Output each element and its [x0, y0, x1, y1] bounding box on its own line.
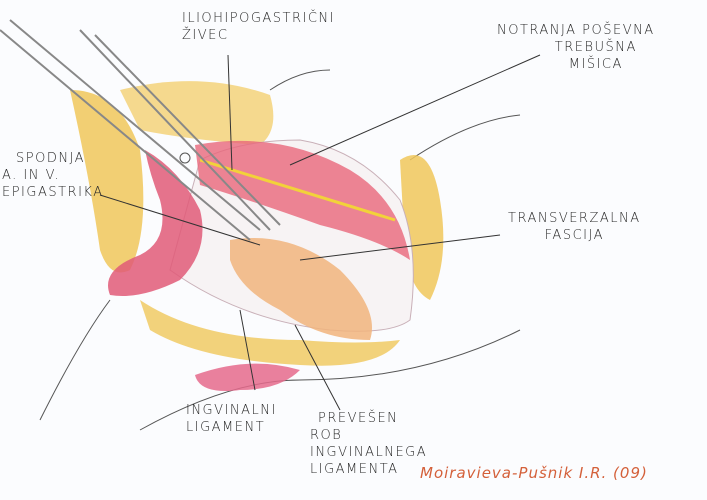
label-epigastric-vessels: SPODNJA A. IN V. EPIGASTRIKA	[2, 150, 104, 201]
label-line: ŽIVEC	[182, 28, 229, 43]
label-inguinal-ligament: INGVINALNI LIGAMENT	[186, 402, 277, 436]
label-line: LIGAMENTA	[310, 462, 399, 477]
inguinal-ligament-tissue	[195, 363, 300, 391]
epigastric-vessels	[108, 150, 203, 296]
skin-edge	[39, 69, 521, 431]
label-line: TRANSVERZALNA	[508, 211, 641, 226]
label-line: A. IN V.	[2, 168, 60, 183]
internal-oblique-muscle	[195, 140, 410, 260]
label-folded-edge: PREVEŠEN ROB INGVINALNEGA LIGAMENTA	[310, 410, 427, 478]
label-transversalis-fascia: TRANSVERZALNA FASCIJA	[508, 210, 641, 244]
hernia-sac	[230, 238, 372, 340]
label-line: LIGAMENT	[186, 420, 266, 435]
label-line: FASCIJA	[544, 228, 604, 243]
label-line: INGVINALNEGA	[310, 445, 428, 460]
label-line: INGVINALNI	[186, 403, 277, 418]
artist-signature: Moiravieva-Pušnik I.R. (09)	[420, 464, 648, 482]
leader-nerve	[227, 54, 233, 171]
label-line: TREBUŠNA	[554, 40, 637, 55]
label-line: ILIOHIPOGASTRIČNI	[182, 11, 335, 26]
label-line: PREVEŠEN	[318, 411, 399, 426]
label-line: NOTRANJA POŠEVNA	[497, 23, 655, 38]
leader-vessels	[99, 194, 261, 246]
iliohypogastric-nerve	[199, 158, 396, 222]
leader-ligament	[239, 309, 256, 391]
label-line: ROB	[310, 428, 343, 443]
retractor	[0, 19, 281, 241]
label-iliohypogastric-nerve: ILIOHIPOGASTRIČNI ŽIVEC	[182, 10, 335, 44]
fat-layer-bottom	[140, 300, 400, 366]
label-line: MIŠICA	[568, 57, 623, 72]
label-line: EPIGASTRIKA	[2, 185, 104, 200]
leader-fascia	[299, 234, 501, 261]
label-internal-oblique: NOTRANJA POŠEVNA TREBUŠNA MIŠICA	[497, 22, 655, 73]
label-line: SPODNJA	[16, 151, 86, 166]
leader-folded-edge	[294, 324, 341, 411]
fat-layer-top	[120, 81, 274, 145]
leader-muscle	[289, 54, 541, 166]
retractor-ring	[179, 152, 191, 164]
